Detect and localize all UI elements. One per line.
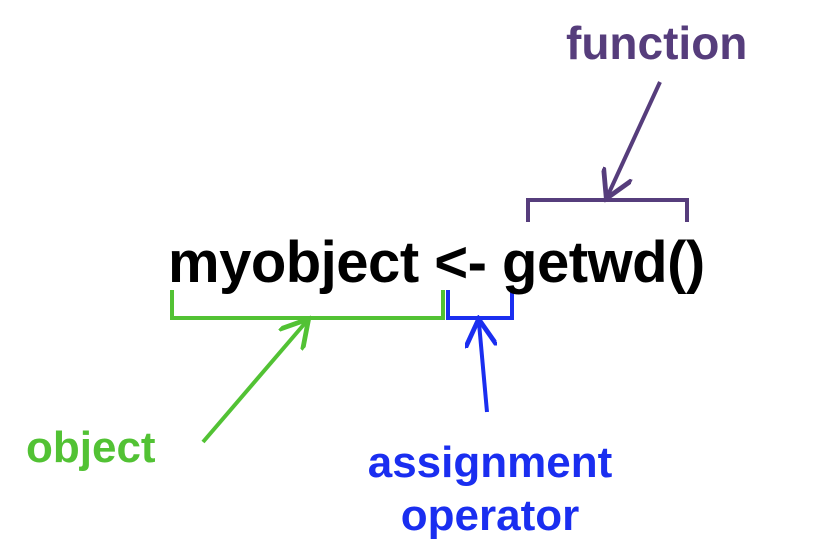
- object-label: object: [26, 423, 156, 472]
- code-expression: myobject <- getwd(): [168, 230, 705, 295]
- assignment-operator-label: assignment operator: [350, 437, 630, 543]
- assignment-label-line1: assignment: [367, 438, 613, 487]
- function-bracket: [526, 198, 689, 222]
- function-arrow: [608, 81, 662, 195]
- function-label: function: [566, 17, 748, 69]
- object-arrow: [201, 322, 306, 444]
- assignment-arrow: [479, 323, 487, 413]
- assignment-label-line2: operator: [400, 490, 580, 540]
